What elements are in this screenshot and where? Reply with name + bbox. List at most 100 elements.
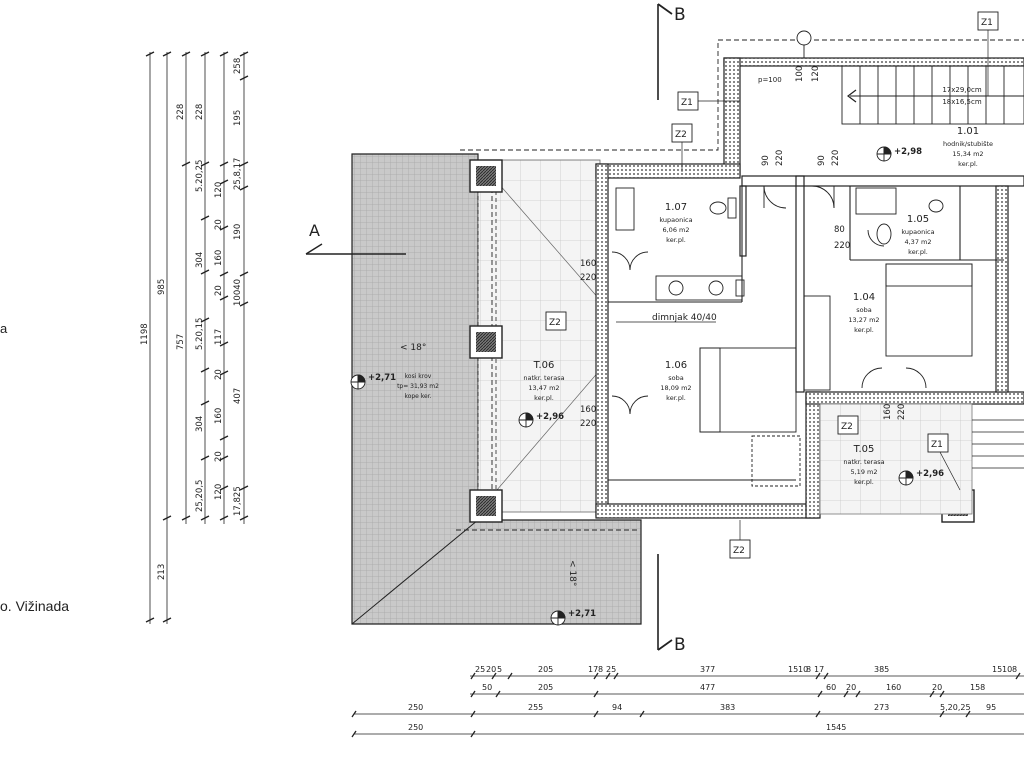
section-a-label: A [309,221,320,240]
vertical-dimension-labels: 1198 985 213 228 757 228 5.20,25 304 5.2… [140,58,243,580]
column-2 [469,325,503,359]
tag-leaders [681,30,989,540]
note-fragment: a [0,321,8,336]
tag-z1-b: Z1 [681,98,693,108]
dim-304a: 304 [195,252,205,268]
section-b-top-label: B [674,5,686,25]
room-101-floor: ker.pl. [958,160,978,168]
level-296-t06 [518,412,534,428]
terrace-t05-area: 5,19 m2 [850,468,877,476]
door-160-b: 160 [580,405,596,415]
room-101-area: 15,34 m2 [952,150,983,158]
terrace-t05-name: natkr. terasa [843,458,884,466]
hdim-8: 8 [598,665,603,674]
walls [595,57,1024,519]
tag-z2-d: Z2 [733,546,745,556]
terrace-t05-code: T.05 [853,444,875,455]
room-105-floor: ker.pl. [908,248,928,256]
dim-1198: 1198 [140,323,150,345]
hdim-95: 95 [986,703,996,712]
dim-985: 985 [157,279,167,295]
terrace-t06-code: T.06 [533,360,555,371]
terrace-t06-area: 13,47 m2 [528,384,559,392]
tag-boxes [545,11,999,559]
doors [611,185,927,415]
terrace-t06-name: natkr. terasa [523,374,564,382]
room-labels: 1.01 hodnik/stubište 15,34 m2 ker.pl. 17… [397,86,993,486]
dim-20b: 20 [214,285,224,296]
dim-25205: 25,20,5 [195,480,205,512]
stair-spec-2: 18x16,5cm [942,98,981,106]
opening-100: 100 [795,66,805,82]
level-markers [350,30,914,626]
door-220-a: 220 [775,150,785,166]
hdim-385: 385 [874,665,889,674]
room-104-floor: ker.pl. [854,326,874,334]
hdim-15: 15 [788,665,798,674]
dim-52025: 5.20,25 [195,160,205,192]
dim-160b: 160 [214,408,224,424]
ceiling-marker [796,30,812,58]
column-3 [469,489,503,523]
room-101-code: 1.01 [957,126,979,137]
door-220-f: 220 [897,404,907,420]
dim-190: 190 [233,224,243,240]
staircase [841,65,1024,125]
vertical-dimensions [145,51,249,624]
dim-20a: 20 [214,219,224,230]
dim-20d: 20 [214,451,224,462]
room-107-floor: ker.pl. [666,236,686,244]
column-1 [469,159,503,193]
door-90-a: 90 [761,155,771,166]
partitions [608,186,1004,481]
terrace-t05-floor: ker.pl. [854,478,874,486]
bed-1-04 [885,263,973,357]
level-298-text: +2,98 [894,147,922,157]
hdim-158: 158 [970,683,985,692]
section-b-bottom-label: B [674,635,686,655]
hdim-377: 377 [700,665,715,674]
tag-z1-c: Z1 [931,440,943,450]
roof-pitch-2: < 18° [567,560,577,586]
hdim-20c: 20 [932,683,942,692]
door-90-b: 90 [817,155,827,166]
room-101-name: hodnik/stubište [943,140,993,148]
room-104-code: 1.04 [853,292,875,303]
dim-120b: 120 [214,484,224,500]
roof-floor: kope ker. [404,393,431,400]
door-160-a: 160 [580,259,596,269]
dim-757: 757 [176,334,186,350]
pitched-roof [351,153,642,625]
hdim-25b: 25 [606,665,616,674]
hdim-477: 477 [700,683,715,692]
roof-area: tp= 31,93 m2 [397,383,439,390]
hdim-160: 160 [886,683,901,692]
hdim-50: 50 [482,683,492,692]
tag-z1-a: Z1 [981,18,993,28]
location-label: o. Vižinada [0,598,70,614]
room-107-area: 6,06 m2 [662,226,689,234]
level-298 [876,146,892,162]
level-296-text-b: +2,96 [916,469,944,479]
dim-160a: 160 [214,250,224,266]
hdim-273: 273 [874,703,889,712]
roof-pitch-1: < 18° [400,343,426,353]
dim-407: 407 [233,388,243,404]
horizontal-dimension-labels: 25 20 5 205 17 8 25 377 15 10 8 17 385 1… [408,665,1017,732]
room-104-area: 13,27 m2 [848,316,879,324]
hdim-52025: 5,20,25 [940,703,971,712]
dim-178825: 17,825 [233,486,243,516]
room-106-name: soba [668,374,683,382]
toilet [709,201,727,215]
tag-z2-b: Z2 [549,318,561,328]
door-220-e: 220 [580,419,596,429]
level-271-text: +2,71 [368,373,396,383]
level-296-text-a: +2,96 [536,412,564,422]
room-107-name: kupaonica [659,216,692,224]
dim-120a: 120 [214,182,224,198]
hdim-205b: 205 [538,683,553,692]
door-220-d: 220 [580,273,596,283]
dim-228: 228 [176,104,186,120]
dim-52015: 5.20,15 [195,318,205,350]
room-107-code: 1.07 [665,202,687,213]
